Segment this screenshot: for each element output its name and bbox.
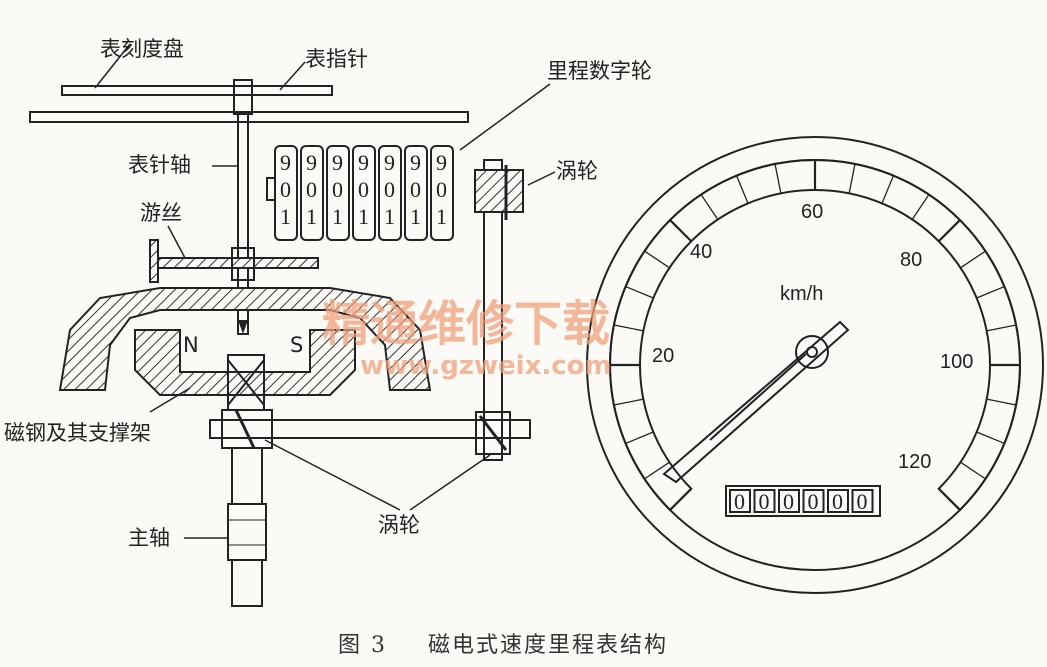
vertical-shaft [483, 159, 503, 461]
wheel-digit: 9 [332, 150, 343, 175]
pointer-hub [233, 79, 253, 115]
odometer-digit: 0 [734, 489, 745, 514]
magnet-support [134, 329, 356, 396]
odometer-digit-cell [778, 489, 800, 513]
wheel-digit: 0 [306, 177, 317, 202]
gauge-tick [613, 324, 644, 332]
odometer-digit-cell [753, 489, 776, 513]
label-magnet-support: 磁钢及其支撑架 [4, 421, 151, 445]
wheel-digit: 9 [280, 150, 291, 175]
figure-number: 图 3 [338, 633, 387, 658]
pointer-bar [61, 85, 333, 96]
gauge-tick [625, 431, 654, 445]
odometer-digit-cell [802, 489, 825, 513]
label-pointer: 表指针 [305, 47, 368, 71]
gauge-tick [986, 398, 1017, 406]
label-worm-bottom: 涡轮 [378, 513, 420, 537]
label-pointer-shaft: 表针轴 [128, 153, 191, 177]
wheel-digit: 1 [332, 204, 343, 229]
gauge-tick-label-80: 80 [900, 249, 922, 271]
gauge-tick [700, 194, 719, 220]
wheel-digit: 9 [436, 150, 447, 175]
gauge-tick [911, 194, 930, 220]
digit-wheel: 901 [300, 145, 324, 241]
label-main-shaft: 主轴 [128, 526, 170, 550]
gauge-tick [881, 175, 895, 204]
odometer-digit-cell [827, 489, 849, 513]
digit-wheel: 901 [404, 145, 428, 241]
wheel-digit: 1 [410, 204, 421, 229]
wheel-digit: 1 [436, 204, 447, 229]
gauge-tick [669, 219, 693, 243]
gauge-tick [976, 285, 1005, 299]
gauge-tick [848, 163, 856, 194]
gauge-tick-label-60: 60 [801, 201, 823, 223]
gauge-unit: km/h [780, 283, 823, 305]
label-worm-top: 涡轮 [556, 159, 598, 183]
gauge-tick [613, 398, 644, 406]
gauge-tick [644, 461, 670, 480]
main-shaft [221, 409, 273, 607]
gauge-tick-label-20: 20 [652, 345, 674, 367]
wheel-digit: 9 [384, 150, 395, 175]
gauge-tick [644, 250, 670, 269]
gauge-tick [774, 163, 782, 194]
odometer-digit-cell [851, 489, 874, 513]
odometer-digit-cell [729, 489, 751, 513]
gauge-needle [662, 320, 850, 484]
magnet-housing [58, 287, 432, 391]
hairspring-anchor [149, 239, 159, 283]
figure-caption: 磁电式速度里程表结构 [428, 633, 668, 658]
gauge-tick [625, 285, 654, 299]
odometer-digit: 0 [808, 489, 819, 514]
digit-wheel: 901 [352, 145, 376, 241]
gauge-tick-label-120: 120 [898, 451, 931, 473]
odometer-digit: 0 [857, 489, 868, 514]
label-odometer-wheels: 里程数字轮 [547, 59, 652, 83]
gauge-tick [937, 487, 961, 511]
gauge-tick [735, 175, 749, 204]
gauge-tick [960, 461, 986, 480]
digit-wheel: 901 [430, 145, 454, 241]
upper-worm [474, 169, 524, 213]
digit-wheel: 901 [326, 145, 350, 241]
wheel-digit: 9 [410, 150, 421, 175]
wheel-digit: 0 [436, 177, 447, 202]
gauge-tick [976, 431, 1005, 445]
transmission-shaft [209, 419, 531, 439]
watermark-title: 精通维修下载 [322, 296, 610, 352]
gauge-tick-label-40: 40 [690, 241, 712, 263]
hairspring [157, 257, 319, 269]
odometer-digit: 0 [832, 489, 843, 514]
label-magnet-s: S [290, 333, 303, 357]
digit-wheel: 901 [274, 145, 298, 241]
wheel-digit: 9 [358, 150, 369, 175]
wheel-digit: 1 [306, 204, 317, 229]
label-dial-plate: 表刻度盘 [100, 37, 184, 61]
wheel-digit: 0 [410, 177, 421, 202]
wheel-digit: 1 [358, 204, 369, 229]
wheel-digit: 1 [280, 204, 291, 229]
odometer-digit: 0 [783, 489, 794, 514]
odometer-digit: 0 [759, 489, 770, 514]
odometer-display [725, 485, 881, 517]
gauge-tick [937, 219, 961, 243]
watermark-url: www.gzweix.com [360, 351, 612, 381]
gauge-tick [960, 250, 986, 269]
digit-wheel: 901 [378, 145, 402, 241]
wheel-digit: 0 [280, 177, 291, 202]
label-magnet-n: N [183, 333, 199, 357]
gauge-tick [986, 324, 1017, 332]
gauge-tick-label-100: 100 [940, 351, 973, 373]
wheel-digit: 0 [384, 177, 395, 202]
wheel-digit: 0 [332, 177, 343, 202]
gauge-tick [669, 487, 693, 511]
label-hairspring: 游丝 [140, 201, 182, 225]
wheel-digit: 9 [306, 150, 317, 175]
wheel-digit: 1 [384, 204, 395, 229]
wheel-digit: 0 [358, 177, 369, 202]
